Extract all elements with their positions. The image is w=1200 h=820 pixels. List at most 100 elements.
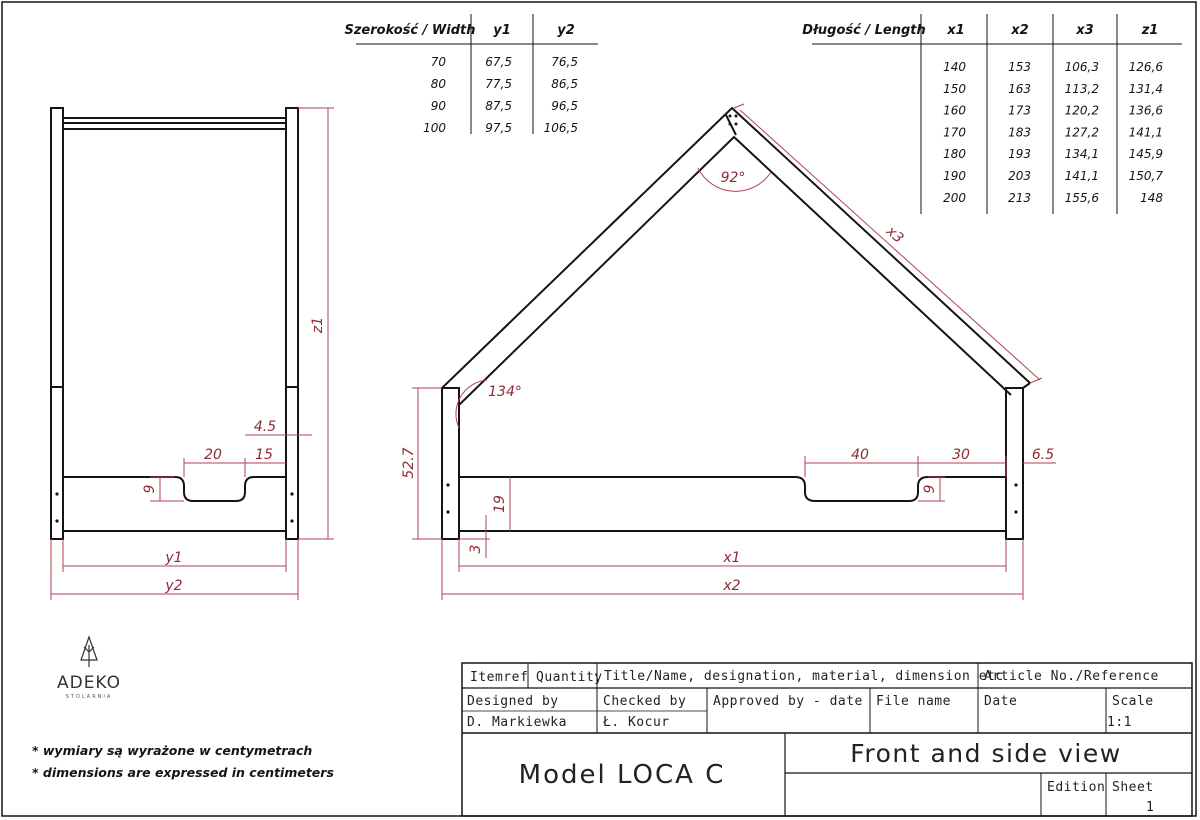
length-table-header-x1: x1 bbox=[946, 23, 964, 38]
width-table-cell: 90 bbox=[431, 99, 447, 113]
side-dim-y2: y2 bbox=[164, 578, 182, 594]
length-table-cell: 183 bbox=[1008, 125, 1031, 139]
left-post bbox=[50, 107, 64, 540]
front-view-dimensions: 92° 134° x3 52.7 19 3 40 30 6.5 9 bbox=[401, 103, 1056, 600]
length-table-cell: 106,3 bbox=[1065, 60, 1099, 74]
front-dim-9: 9 bbox=[922, 484, 938, 493]
length-table-cell: 131,4 bbox=[1129, 82, 1163, 96]
tb-article: Article No./Reference bbox=[984, 669, 1159, 684]
width-table-cell: 100 bbox=[423, 121, 446, 135]
length-table-header-label: Długość / Length bbox=[802, 23, 926, 38]
front-dim-angle-134: 134° bbox=[488, 384, 522, 400]
front-left-post bbox=[441, 387, 460, 540]
length-table-cell: 148 bbox=[1140, 191, 1163, 205]
front-dim-angle-92: 92° bbox=[721, 170, 746, 186]
width-table-cell: 80 bbox=[431, 77, 447, 91]
length-table-cell: 120,2 bbox=[1065, 104, 1099, 118]
tb-scale-label: Scale bbox=[1112, 694, 1154, 709]
adeko-logo: ADEKO STOLARNIA bbox=[57, 635, 121, 700]
tb-designed-by-label: Designed by bbox=[467, 694, 559, 709]
tb-title-name: Title/Name, designation, material, dimen… bbox=[604, 669, 1004, 684]
front-dim-x2: x2 bbox=[722, 578, 740, 594]
width-table: Szerokość / Width y1 y2 70 67,5 76,5 80 77,5… bbox=[344, 14, 598, 135]
length-table-cell: 127,2 bbox=[1065, 125, 1099, 139]
length-table-cell: 134,1 bbox=[1065, 147, 1099, 161]
side-dim-z1: z1 bbox=[310, 317, 326, 334]
front-dim-40: 40 bbox=[851, 447, 869, 463]
logo-name: ADEKO bbox=[57, 673, 121, 693]
length-table-header-z1: z1 bbox=[1141, 23, 1159, 38]
front-right-post bbox=[1005, 387, 1024, 540]
side-dim-y1: y1 bbox=[164, 550, 182, 566]
length-table-cell: 126,6 bbox=[1129, 60, 1164, 74]
tb-sheet-value: 1 bbox=[1146, 800, 1154, 815]
front-dim-30: 30 bbox=[952, 447, 970, 463]
side-view bbox=[50, 107, 299, 540]
length-table-cell: 170 bbox=[943, 125, 966, 139]
width-table-cell: 97,5 bbox=[485, 121, 512, 135]
length-table-cell: 200 bbox=[943, 191, 966, 205]
tb-checked-by: Ł. Kocur bbox=[602, 715, 670, 730]
tree-icon bbox=[80, 635, 98, 667]
side-dim-9: 9 bbox=[142, 484, 158, 493]
length-table-cell: 136,6 bbox=[1129, 104, 1164, 118]
width-table-header-y1: y1 bbox=[493, 23, 511, 38]
width-table-cell: 77,5 bbox=[485, 77, 512, 91]
front-view bbox=[441, 106, 1031, 540]
side-dim-20: 20 bbox=[204, 447, 222, 463]
length-table-header-x2: x2 bbox=[1010, 23, 1028, 38]
side-dim-4-5: 4.5 bbox=[254, 419, 276, 435]
width-table-header-y2: y2 bbox=[557, 23, 575, 38]
roof-outer bbox=[441, 106, 1031, 389]
front-dim-6-5: 6.5 bbox=[1032, 447, 1054, 463]
width-table-cell: 76,5 bbox=[551, 55, 578, 69]
width-table-header-label: Szerokość / Width bbox=[344, 23, 475, 38]
length-table-cell: 113,2 bbox=[1065, 82, 1099, 96]
length-table-cell: 150 bbox=[943, 82, 966, 96]
width-table-cell: 67,5 bbox=[485, 55, 512, 69]
length-table-cell: 160 bbox=[943, 104, 966, 118]
width-table-cell: 70 bbox=[431, 55, 447, 69]
length-table-cell: 213 bbox=[1008, 191, 1031, 205]
front-dim-19: 19 bbox=[492, 495, 508, 513]
tb-scale-value: 1:1 bbox=[1107, 715, 1132, 730]
length-table-cell: 180 bbox=[943, 147, 966, 161]
roof-inner bbox=[458, 135, 1012, 406]
tb-quantity: Quantity bbox=[536, 670, 603, 685]
length-table-cell: 190 bbox=[943, 169, 966, 183]
front-dim-52-7: 52.7 bbox=[401, 447, 417, 478]
side-dim-15: 15 bbox=[255, 447, 273, 463]
width-table-cell: 86,5 bbox=[551, 77, 578, 91]
front-side-board bbox=[459, 476, 1006, 502]
side-view-dimensions: z1 4.5 20 15 9 y1 y2 bbox=[50, 107, 334, 600]
note-english: * dimensions are expressed in centimeter… bbox=[32, 765, 334, 780]
logo-subtitle: STOLARNIA bbox=[66, 694, 113, 700]
note-polish: * wymiary są wyrażone w centymetrach bbox=[32, 743, 312, 758]
tb-file-name-label: File name bbox=[876, 694, 951, 709]
right-post bbox=[285, 107, 299, 540]
tb-approved-label: Approved by - date bbox=[713, 694, 863, 709]
length-table-cell: 141,1 bbox=[1129, 125, 1163, 139]
tb-view-title: Front and side view bbox=[850, 739, 1121, 768]
length-table-cell: 150,7 bbox=[1129, 169, 1164, 183]
front-dim-x3: x3 bbox=[882, 223, 906, 247]
length-table-cell: 155,6 bbox=[1065, 191, 1100, 205]
length-table-cell: 141,1 bbox=[1065, 169, 1099, 183]
length-table-cell: 153 bbox=[1008, 60, 1031, 74]
tb-date-label: Date bbox=[984, 694, 1017, 709]
tb-model: Model LOCA C bbox=[519, 760, 726, 790]
tb-edition-label: Edition bbox=[1047, 780, 1105, 795]
length-table-cell: 203 bbox=[1008, 169, 1031, 183]
length-table-cell: 140 bbox=[943, 60, 966, 74]
width-table-cell: 87,5 bbox=[485, 99, 512, 113]
tb-itemref: Itemref bbox=[470, 670, 528, 685]
width-table-cell: 96,5 bbox=[551, 99, 578, 113]
length-table-cell: 173 bbox=[1008, 104, 1031, 118]
tb-checked-by-label: Checked by bbox=[603, 694, 686, 709]
front-dim-3: 3 bbox=[468, 545, 484, 554]
side-board bbox=[63, 476, 286, 502]
length-table-cell: 163 bbox=[1008, 82, 1031, 96]
width-table-cell: 106,5 bbox=[544, 121, 578, 135]
